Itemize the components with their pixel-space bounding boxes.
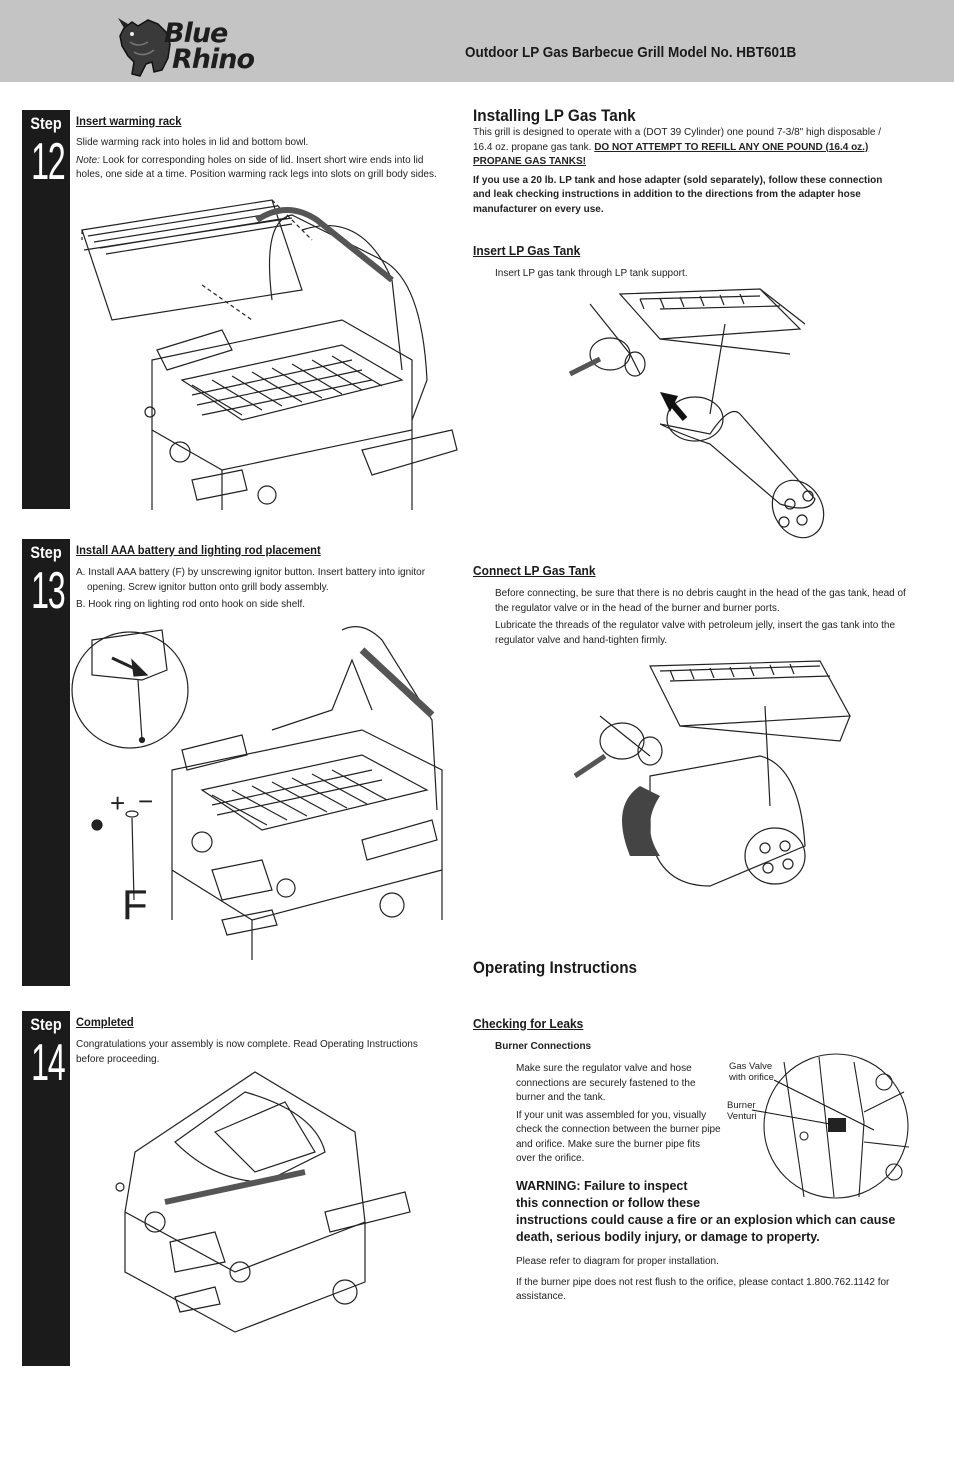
step-12-instructions: Slide warming rack into holes in lid and… <box>76 136 451 186</box>
step-label: Step <box>30 1015 62 1034</box>
blue-rhino-logo: Blue Rhino <box>118 14 278 78</box>
contact-text: If the burner pipe does not rest flush t… <box>516 1276 890 1303</box>
burner-text-2: If your unit was assembled for you, visu… <box>516 1109 721 1165</box>
operating-heading: Operating Instructions <box>473 958 638 977</box>
step-12-title: Insert warming rack <box>76 114 182 128</box>
orifice-icon <box>828 1118 846 1132</box>
lp-tank-heading: Installing LP Gas Tank <box>473 106 636 125</box>
connect-tank-diagram <box>573 660 851 887</box>
step-14-bar: Step 14 <box>22 1011 70 1366</box>
burner-instructions: Make sure the regulator valve and hose c… <box>516 1062 721 1170</box>
burner-connections-heading: Burner Connections <box>495 1041 592 1052</box>
step-14-title: Completed <box>76 1015 134 1029</box>
step-13-bar: Step 13 <box>22 539 70 986</box>
step-14-text: Congratulations your assembly is now com… <box>76 1039 418 1065</box>
lp-tank-intro-text: This grill is designed to operate with a… <box>473 127 882 167</box>
warning-line-2: this connection or follow these <box>516 1196 701 1210</box>
step-number: 13 <box>31 562 66 620</box>
completed-grill-diagram <box>115 1071 411 1333</box>
step-13-instructions: A. Install AAA battery (F) by unscrewing… <box>76 566 451 616</box>
connect-lp-heading: Connect LP Gas Tank <box>473 563 596 578</box>
rhino-icon <box>118 18 171 77</box>
burner-venturi-label: Burner Venturi <box>727 1100 757 1122</box>
rotate-arrow-icon <box>622 786 660 856</box>
page-header: Blue Rhino Outdoor LP Gas Barbecue Grill… <box>0 0 954 82</box>
leaks-heading: Checking for Leaks <box>473 1016 584 1031</box>
insert-arrow-icon <box>660 392 678 412</box>
warning-line-3: instructions could cause a fire or an ex… <box>516 1213 896 1244</box>
step-13-text-a: A. Install AAA battery (F) by unscrewing… <box>76 567 426 593</box>
connect-lp-text-2: Lubricate the threads of the regulator v… <box>495 620 896 646</box>
step-label: Step <box>30 543 62 562</box>
warming-rack-diagram <box>81 199 458 510</box>
step-12-bar: Step 12 <box>22 110 70 509</box>
lp-tank-intro: This grill is designed to operate with a… <box>473 126 893 220</box>
battery-f-label: F <box>122 881 148 928</box>
insert-tank-diagram <box>568 288 825 539</box>
insert-lp-heading: Insert LP Gas Tank <box>473 243 581 258</box>
step-12-text-2: Note: Look for corresponding holes on si… <box>76 154 437 181</box>
insert-lp-text: Insert LP gas tank through LP tank suppo… <box>495 268 688 279</box>
refer-text: Please refer to diagram for proper insta… <box>516 1256 719 1267</box>
step-14-instructions: Congratulations your assembly is now com… <box>76 1038 436 1070</box>
adapter-note: If you use a 20 lb. LP tank and hose ada… <box>473 174 883 215</box>
leak-warning: WARNING: Failure to inspect this connect… <box>516 1178 906 1246</box>
connect-lp-text-1: Before connecting, be sure that there is… <box>495 588 906 614</box>
step-12-text-1: Slide warming rack into holes in lid and… <box>76 137 309 148</box>
note-label: Note: <box>76 154 100 166</box>
battery-minus-label: − <box>138 786 154 816</box>
final-notes: Please refer to diagram for proper insta… <box>516 1255 911 1308</box>
battery-install-diagram <box>71 626 443 960</box>
logo-word-rhino: Rhino <box>172 44 255 75</box>
burner-connection-diagram <box>751 1053 910 1199</box>
step-number: 14 <box>31 1034 66 1092</box>
step-13-title: Install AAA battery and lighting rod pla… <box>76 543 321 557</box>
logo-word-blue: Blue <box>164 18 228 49</box>
battery-plus-label: + <box>110 788 126 818</box>
connect-lp-instructions: Before connecting, be sure that there is… <box>495 587 910 651</box>
warning-line-1: WARNING: Failure to inspect <box>516 1179 688 1193</box>
step-label: Step <box>30 114 62 133</box>
gas-valve-label: Gas Valve with orifice <box>729 1061 774 1083</box>
step-number: 12 <box>31 133 66 191</box>
model-title: Outdoor LP Gas Barbecue Grill Model No. … <box>465 44 797 61</box>
burner-text-1: Make sure the regulator valve and hose c… <box>516 1063 696 1103</box>
step-13-text-b: B. Hook ring on lighting rod onto hook o… <box>76 599 306 610</box>
